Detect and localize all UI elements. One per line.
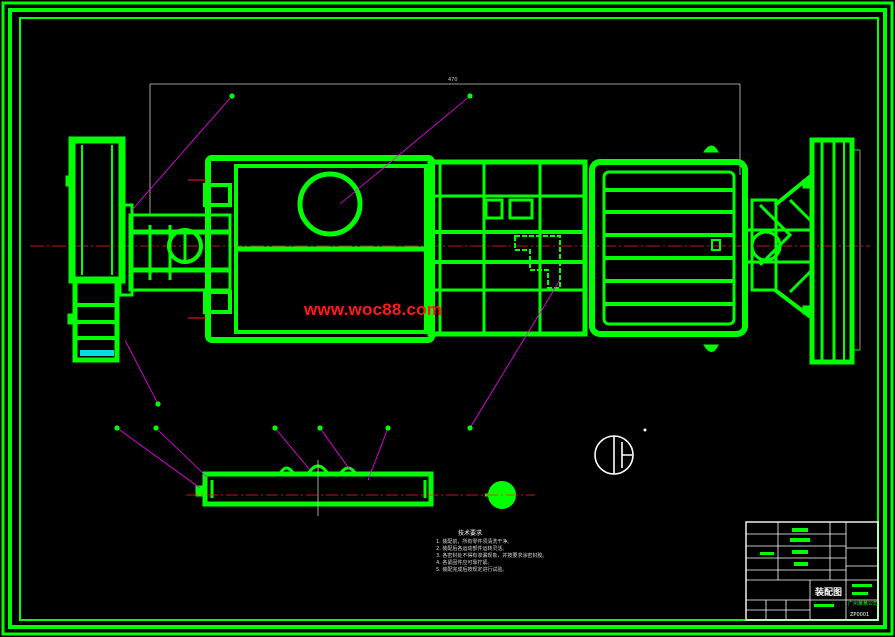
tech-notes: 技术要求 1. 装配前，所有零件须清洗干净。 2. 装配后各运动部件运转灵活。 … <box>436 530 547 574</box>
title-block-name: 装配图 <box>815 588 843 598</box>
left-base-box <box>67 277 120 363</box>
main-assembly <box>65 136 861 365</box>
drawing-frame <box>19 17 879 621</box>
section-symbol <box>594 428 647 475</box>
title-block-company: 广州某某公司 <box>848 601 879 607</box>
tech-note-item: 4. 各紧固件应可靠拧紧。 <box>436 560 493 566</box>
tech-notes-title: 技术要求 <box>458 530 483 537</box>
title-block-fills <box>760 528 872 607</box>
gearbox <box>205 155 435 343</box>
dimension-value: 470 <box>448 77 458 83</box>
shaft-detail <box>195 460 516 516</box>
title-block <box>745 521 879 621</box>
tech-note-item: 3. 各密封处不得有渗漏现象，并按要求涂密封胶。 <box>436 553 548 559</box>
middle-frame <box>427 159 588 337</box>
right-bracket <box>745 173 814 320</box>
tech-note-item: 2. 装配后各运动部件运转灵活。 <box>436 546 508 552</box>
tech-note-item: 1. 装配前，所有零件须清洗干净。 <box>436 539 513 545</box>
inner-border <box>8 8 887 629</box>
large-motor <box>589 145 748 352</box>
right-flange <box>802 137 861 365</box>
title-block-drawing-no: ZP0001 <box>850 612 870 618</box>
left-motor <box>65 136 134 297</box>
watermark-text: www.woc88.com <box>304 300 443 319</box>
leader-dots <box>114 93 473 431</box>
tech-note-item: 5. 装配完成后按规定进行试验。 <box>436 567 508 573</box>
coupling-shaft <box>128 183 232 314</box>
leader-lines <box>116 95 561 489</box>
